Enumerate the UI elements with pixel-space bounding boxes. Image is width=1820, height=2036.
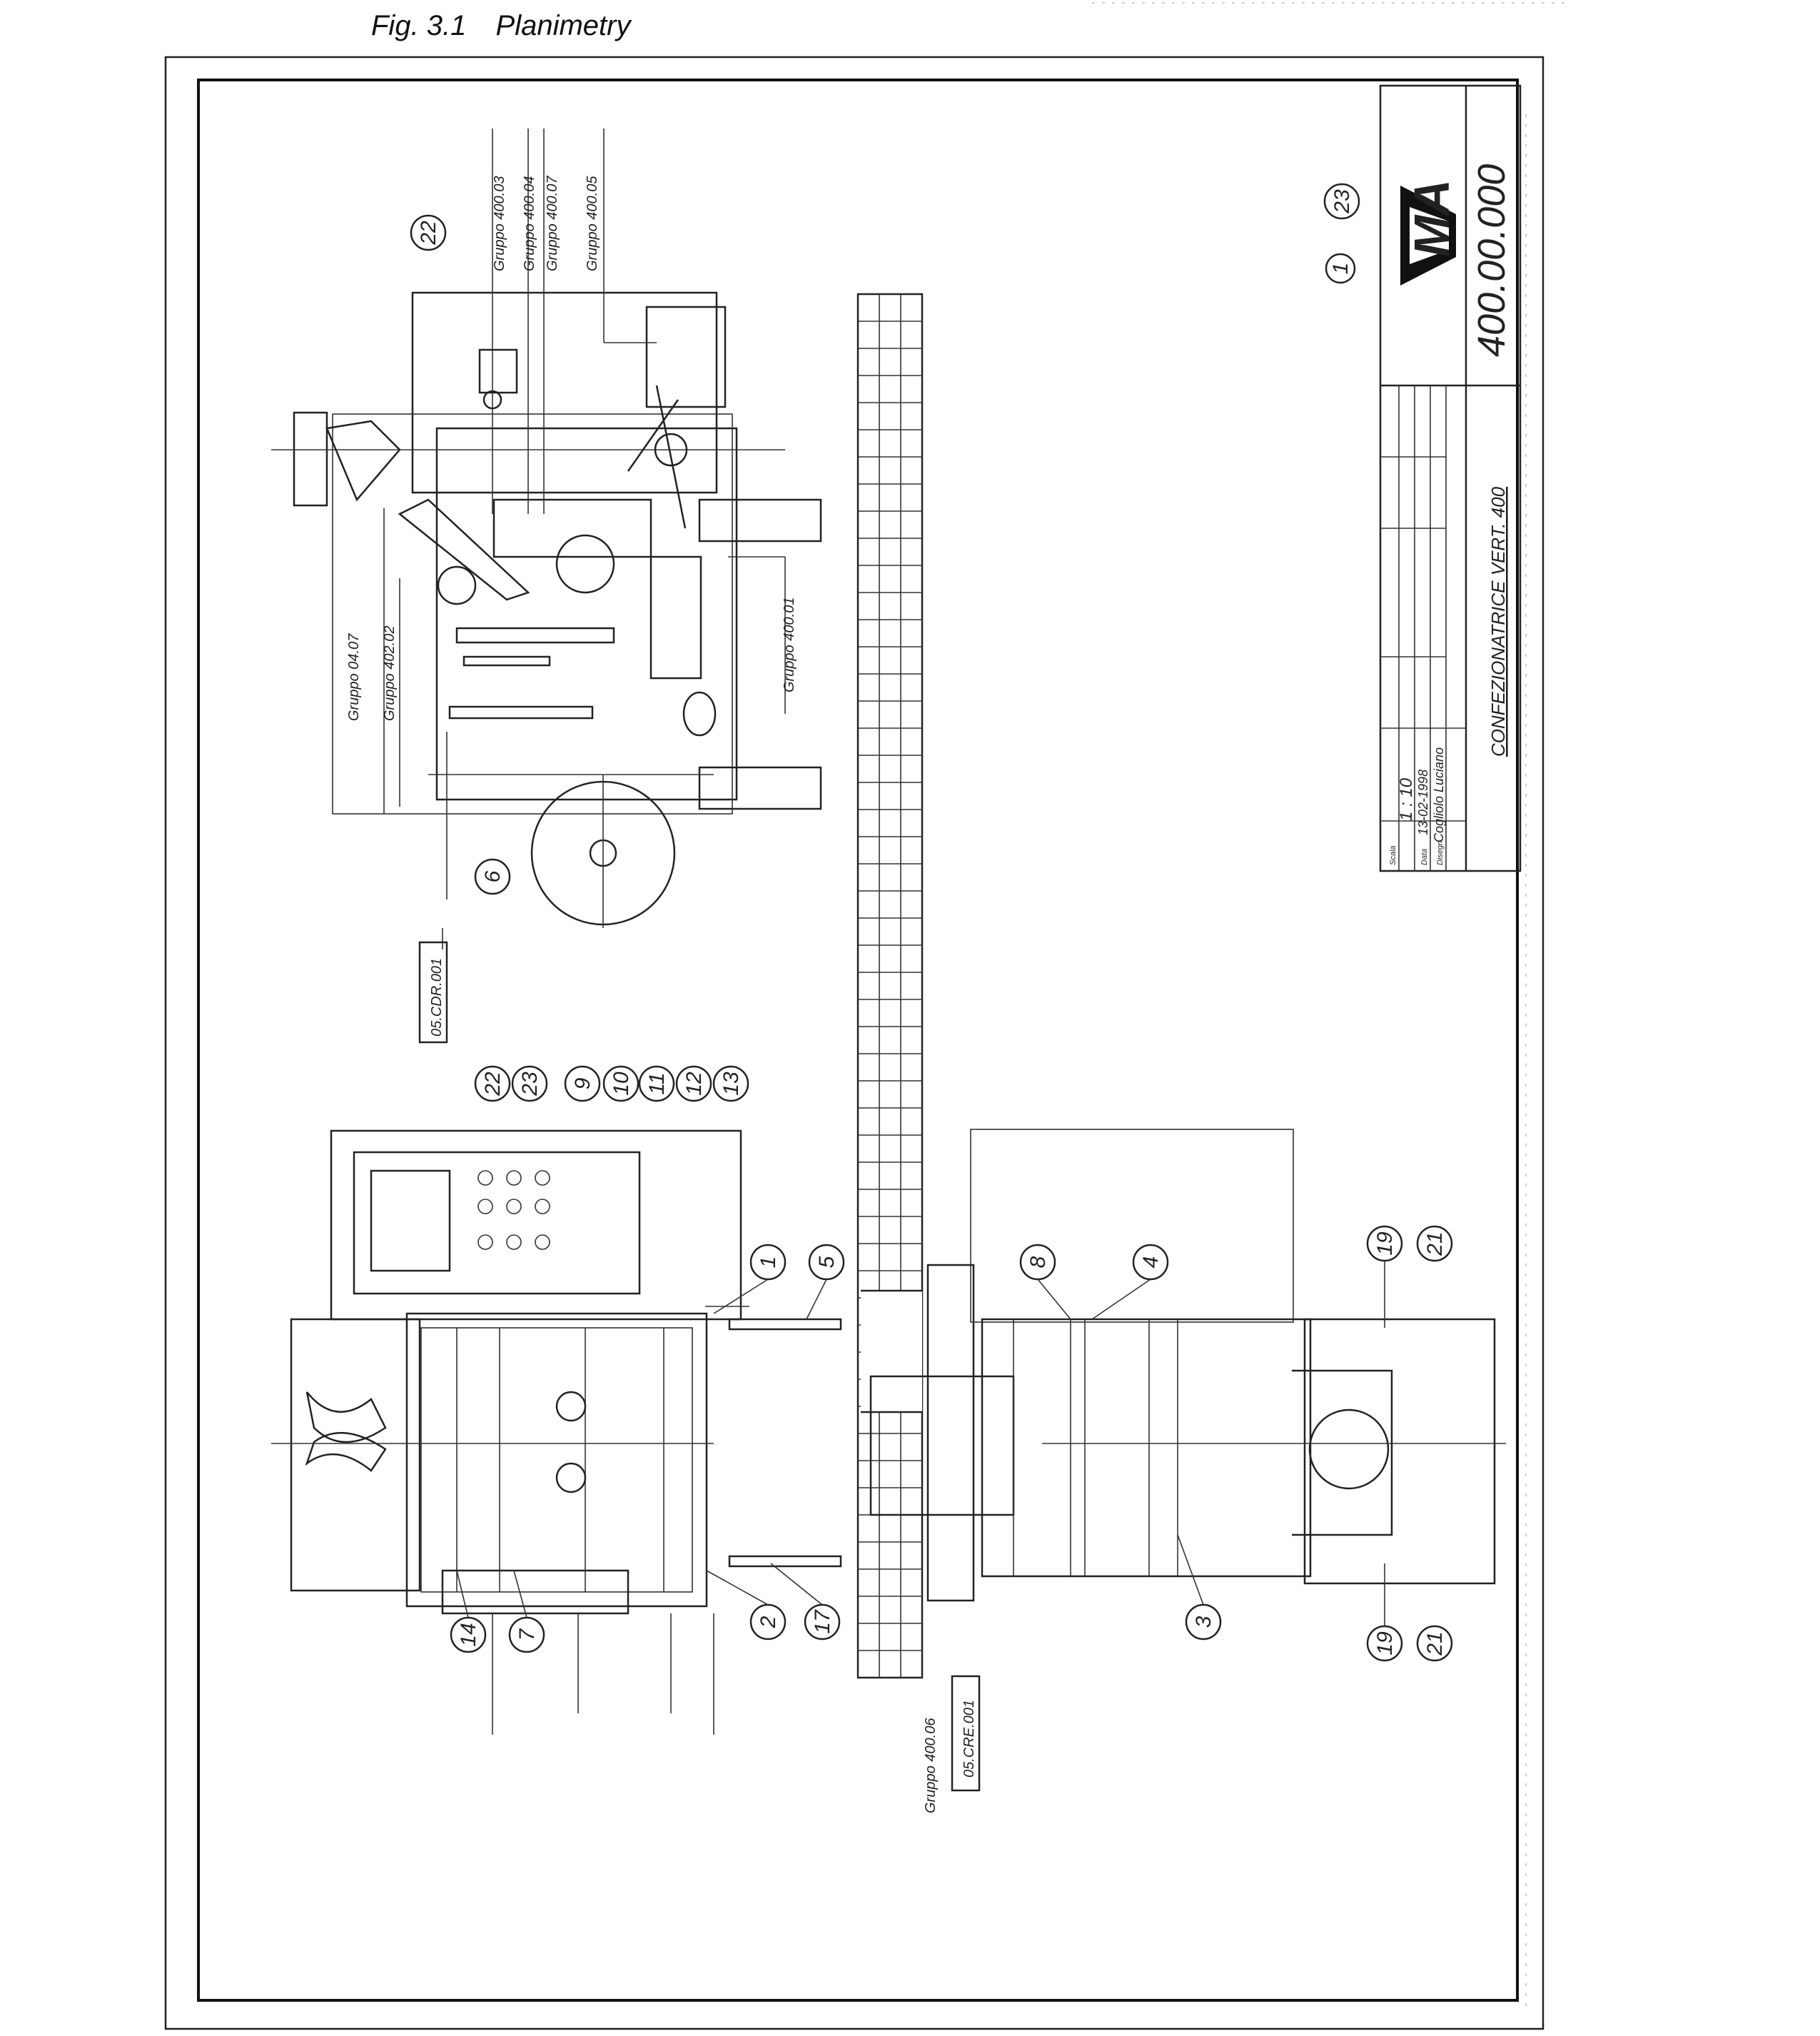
svg-text:05.CRE.001: 05.CRE.001 (961, 1700, 977, 1778)
callout-2: 2 (749, 1603, 787, 1641)
group-label-402-02: Gruppo 402.02 (382, 626, 398, 721)
svg-text:4: 4 (1139, 1256, 1163, 1269)
group-label-04-07: Gruppo 04.07 (346, 633, 362, 721)
drawing-number: 400.00.000 (1470, 164, 1513, 357)
callout-10: 10 (602, 1065, 639, 1102)
callout-21-bot: 21 (1416, 1625, 1453, 1662)
svg-text:11: 11 (645, 1072, 669, 1094)
figure-number: Fig. 3.1 (371, 10, 467, 41)
date-label: Data (1420, 849, 1429, 865)
svg-text:5: 5 (815, 1256, 839, 1268)
svg-text:9: 9 (571, 1077, 595, 1089)
group-label-400-01: Gruppo 400.01 (782, 598, 797, 692)
callout-9: 9 (564, 1065, 601, 1102)
group-label-400-04: Gruppo 400.04 (522, 176, 537, 271)
code-tag-cdr: 05.CDR.001 (418, 941, 448, 1044)
callout-8: 8 (1019, 1244, 1056, 1281)
logo-text: MA (1404, 179, 1460, 257)
figure-title: Planimetry (495, 10, 631, 41)
outer-border (164, 56, 1545, 2030)
group-label-400-03: Gruppo 400.03 (492, 176, 507, 271)
callout-12: 12 (675, 1065, 712, 1102)
svg-text:22: 22 (417, 221, 440, 246)
company-logo: MA (1400, 179, 1460, 286)
svg-text:21: 21 (1423, 1631, 1447, 1655)
designer-label: Disegn. (1436, 839, 1445, 865)
conveyor-belt (856, 293, 924, 1679)
callout-6: 6 (474, 858, 511, 895)
svg-text:3: 3 (1192, 1616, 1215, 1628)
svg-text:19: 19 (1373, 1231, 1397, 1256)
svg-text:2: 2 (757, 1616, 780, 1628)
svg-text:1: 1 (1329, 263, 1353, 275)
svg-text:23: 23 (1330, 189, 1354, 214)
svg-text:12: 12 (682, 1072, 706, 1096)
callout-1-title: 1 (1325, 253, 1356, 284)
figure-caption: Fig. 3.1 Planimetry (371, 10, 652, 42)
svg-text:05.CDR.001: 05.CDR.001 (429, 958, 445, 1037)
date-value: 13-02-1998 (1416, 770, 1430, 835)
callout-19-bot: 19 (1366, 1625, 1403, 1662)
callout-23-title: 23 (1323, 183, 1360, 220)
callout-23-panel: 23 (511, 1065, 548, 1102)
callout-22-top: 22 (410, 214, 447, 251)
callout-22-panel: 22 (474, 1065, 511, 1102)
callout-7: 7 (508, 1616, 545, 1653)
callout-21-top: 21 (1416, 1225, 1453, 1262)
svg-text:22: 22 (481, 1072, 505, 1097)
callout-3: 3 (1185, 1603, 1222, 1641)
callout-13: 13 (712, 1065, 749, 1102)
svg-text:1: 1 (757, 1256, 780, 1269)
code-tag-cre: 05.CRE.001 (951, 1675, 981, 1792)
machine-title: CONFEZIONATRICE VERT. 400 (1487, 486, 1509, 757)
svg-text:7: 7 (515, 1628, 539, 1641)
svg-text:23: 23 (518, 1072, 542, 1097)
title-block: MA 400.00.000 CONFEZIONATRICE VERT. 400 … (1379, 84, 1522, 872)
scale-value: 1 : 10 (1397, 777, 1416, 821)
callout-4: 4 (1132, 1244, 1169, 1281)
svg-text:17: 17 (811, 1609, 834, 1634)
group-label-400-05: Gruppo 400.05 (585, 176, 600, 271)
callout-17: 17 (804, 1603, 841, 1641)
film-unwinder-group (271, 128, 822, 949)
group-label-400-06: Gruppo 400.06 (923, 1718, 939, 1813)
designer-value: Cogliolo Luciano (1432, 747, 1446, 842)
callout-11: 11 (638, 1065, 675, 1102)
svg-text:8: 8 (1026, 1256, 1050, 1268)
inner-border (197, 79, 1519, 2002)
callout-5: 5 (808, 1244, 845, 1281)
discharge-group (869, 1129, 1506, 1602)
svg-text:13: 13 (719, 1072, 743, 1096)
callout-14: 14 (450, 1616, 487, 1653)
svg-text:6: 6 (481, 870, 505, 882)
svg-text:10: 10 (610, 1072, 633, 1096)
callout-19-top: 19 (1366, 1225, 1403, 1262)
callout-1: 1 (749, 1244, 787, 1281)
control-panel (330, 1129, 742, 1321)
svg-text:21: 21 (1423, 1231, 1447, 1256)
forming-group (271, 1306, 842, 1735)
svg-text:19: 19 (1373, 1631, 1397, 1655)
svg-text:14: 14 (457, 1623, 480, 1646)
scale-label: Scala (1389, 845, 1397, 865)
group-label-400-07: Gruppo 400.07 (545, 176, 560, 271)
